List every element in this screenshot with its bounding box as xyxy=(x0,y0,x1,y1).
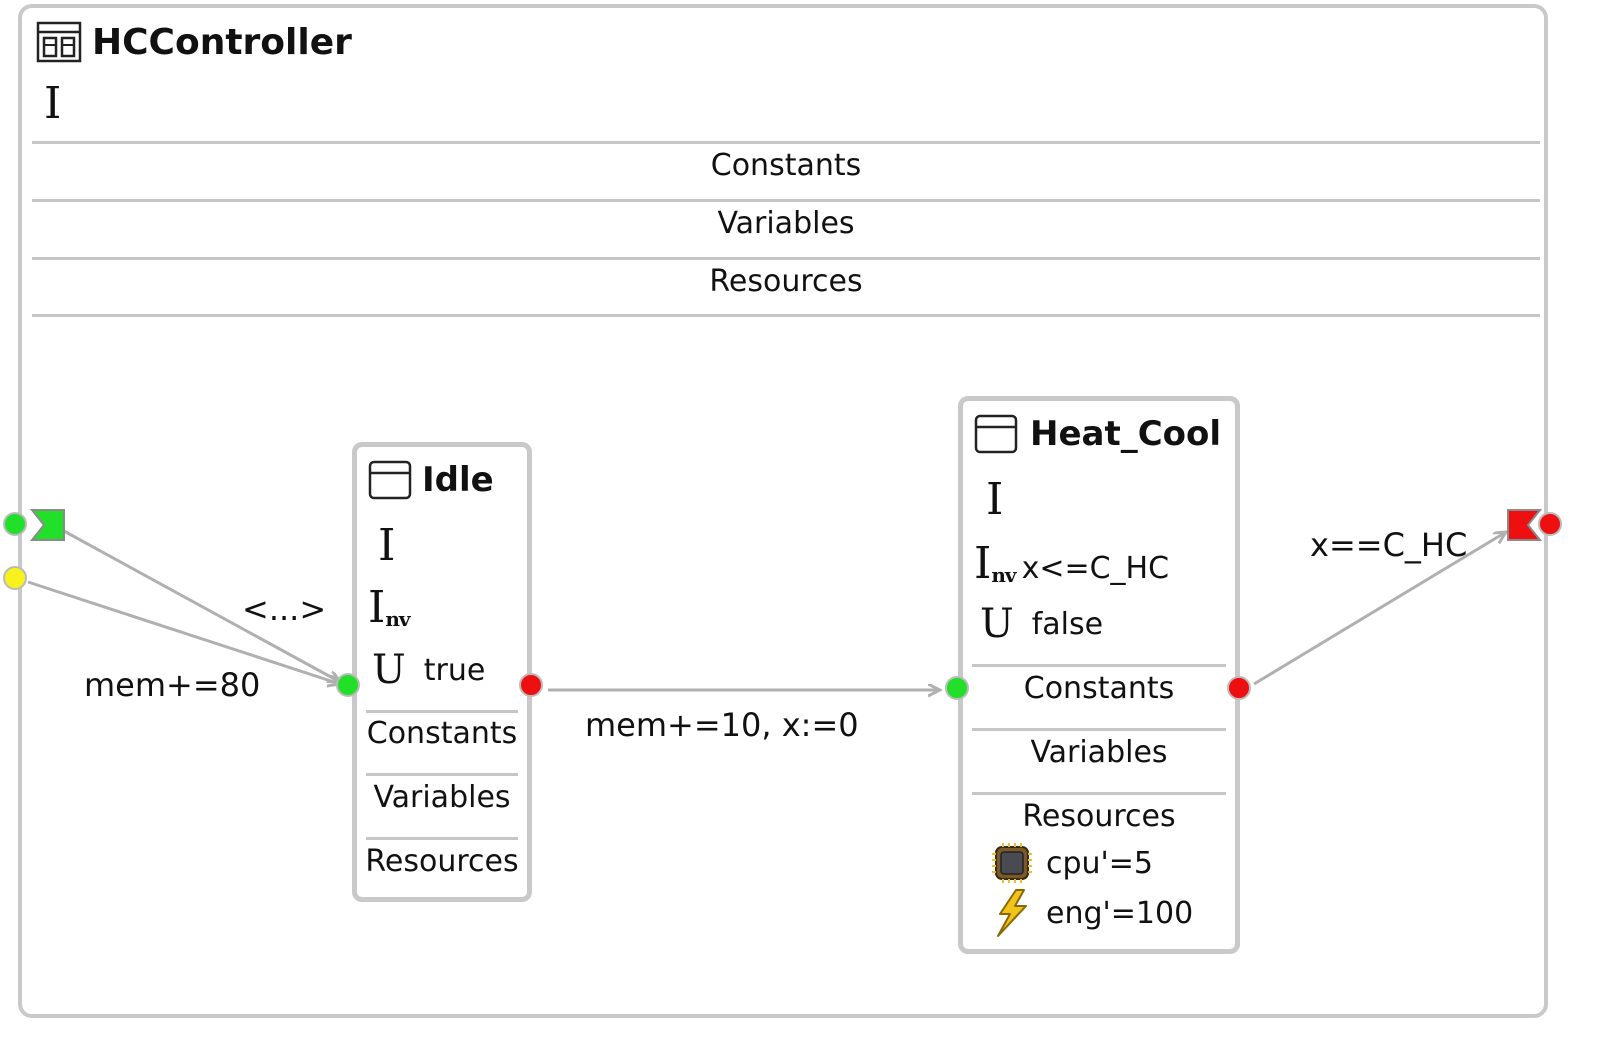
heat-cool-urgent-value[interactable]: false xyxy=(1031,606,1104,642)
heat-cool-init-icon: I xyxy=(986,474,1004,525)
edge-entry-from-green[interactable] xyxy=(61,528,340,682)
divider xyxy=(32,314,1540,317)
controller-constants[interactable]: Constants xyxy=(710,148,862,183)
heat-cool-constants[interactable]: Constants xyxy=(1023,671,1175,706)
state-idle-title: Idle xyxy=(422,460,494,500)
edge-label-entry-update[interactable]: mem+=80 xyxy=(84,666,261,704)
controller-variables[interactable]: Variables xyxy=(717,206,855,241)
state-idle[interactable] xyxy=(352,442,532,902)
idle-constants[interactable]: Constants xyxy=(366,716,518,751)
idle-resources[interactable]: Resources xyxy=(365,844,519,879)
idle-port-in[interactable] xyxy=(336,673,360,697)
exit-flag-icon[interactable] xyxy=(1506,508,1542,542)
invariant-icon: Inv xyxy=(368,582,411,633)
resource-cpu: cpu'=5 xyxy=(1046,845,1154,881)
resource-energy-row[interactable]: eng'=100 xyxy=(990,888,1193,938)
heat-cool-variables[interactable]: Variables xyxy=(1030,735,1168,770)
divider xyxy=(32,257,1540,260)
edge-label-entry-guard[interactable]: <...> xyxy=(242,590,327,628)
entry-flag-icon[interactable] xyxy=(30,508,66,542)
idle-variables[interactable]: Variables xyxy=(373,780,511,815)
idle-port-out[interactable] xyxy=(519,673,543,697)
port-enter-yellow[interactable] xyxy=(3,566,27,590)
edge-label-exit-guard[interactable]: x==C_HC xyxy=(1310,526,1468,564)
heat-cool-urgent-row: U false xyxy=(980,604,1103,644)
state-icon xyxy=(974,414,1018,454)
controller-resources[interactable]: Resources xyxy=(709,264,863,299)
divider xyxy=(972,792,1226,795)
divider xyxy=(32,141,1540,144)
idle-urgent-value[interactable]: true xyxy=(423,652,486,688)
state-icon xyxy=(368,460,412,500)
lightning-icon xyxy=(997,889,1027,937)
divider xyxy=(972,664,1226,667)
edge-entry-from-yellow[interactable] xyxy=(27,580,340,684)
divider xyxy=(366,773,518,776)
urgent-icon: U xyxy=(372,647,406,693)
resource-energy: eng'=100 xyxy=(1046,895,1194,931)
resource-cpu-row[interactable]: cpu'=5 xyxy=(990,842,1153,884)
edge-heat-cool-to-exit[interactable] xyxy=(1253,532,1506,686)
controller-header: HCController xyxy=(36,18,352,66)
idle-invariant-row: Inv xyxy=(368,586,416,630)
idle-init-icon: I xyxy=(378,520,396,571)
heat-cool-invariant[interactable]: x<=C_HC xyxy=(1021,551,1170,586)
controller-frame[interactable] xyxy=(18,4,1548,1018)
state-heat-cool-header: Heat_Cool xyxy=(974,414,1221,454)
port-enter-green[interactable] xyxy=(3,512,27,536)
heat-cool-port-in[interactable] xyxy=(945,676,969,700)
divider xyxy=(972,728,1226,731)
state-heat-cool-title: Heat_Cool xyxy=(1030,414,1222,454)
controller-title: HCController xyxy=(92,21,352,63)
heat-cool-port-out[interactable] xyxy=(1227,676,1251,700)
state-idle-header: Idle xyxy=(368,460,494,500)
port-exit-red[interactable] xyxy=(1538,512,1562,536)
invariant-icon: Inv xyxy=(974,538,1017,589)
divider xyxy=(366,837,518,840)
idle-urgent-row: U true xyxy=(372,650,485,690)
component-icon xyxy=(36,21,82,63)
divider xyxy=(32,199,1540,202)
heat-cool-invariant-row: Inv x<=C_HC xyxy=(974,538,1170,589)
edge-label-idle-to-heat-cool[interactable]: mem+=10, x:=0 xyxy=(585,706,859,744)
urgent-icon: U xyxy=(980,601,1014,647)
cpu-icon xyxy=(992,843,1032,883)
controller-init-icon: I xyxy=(44,78,62,129)
heat-cool-resources[interactable]: Resources xyxy=(1022,799,1176,834)
divider xyxy=(366,710,518,713)
